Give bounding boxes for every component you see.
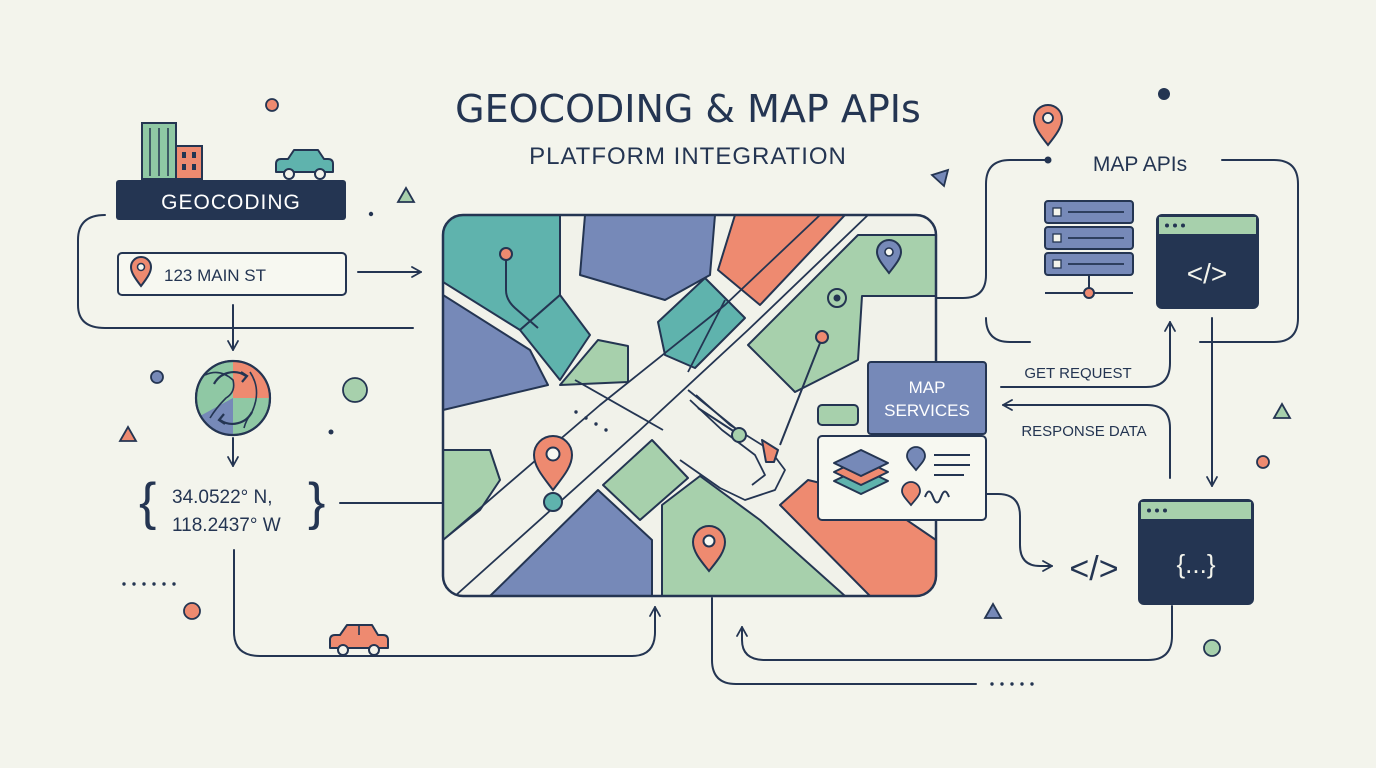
json-return-arrow [736, 605, 1173, 661]
decor-triangle [118, 425, 138, 442]
car-icon [329, 624, 389, 656]
geocoding-loop-line [77, 214, 414, 329]
bottom-loop-arrow [233, 549, 661, 657]
route-squiggle-icon [924, 490, 950, 504]
decor-triangle [1272, 402, 1292, 419]
code-window-icon [1156, 214, 1259, 309]
map-pin-icon [691, 525, 727, 573]
map-pin-icon [1032, 104, 1064, 164]
map-bottom-line [711, 597, 977, 685]
location-pin-icon [901, 481, 921, 507]
connector-lines [77, 159, 1299, 685]
address-text: 123 MAIN ST [164, 266, 266, 285]
globe-sync-icon [194, 359, 272, 437]
decor-dot [183, 602, 201, 620]
page-title: GEOCODING & MAP APIs [455, 87, 921, 131]
decor-dot [1256, 455, 1270, 469]
map-pin-icon [875, 239, 903, 275]
text-lines-icon [934, 454, 970, 476]
json-window-icon [1138, 499, 1254, 605]
car-icon [275, 149, 334, 180]
code-window-glyph: </> [1187, 258, 1227, 289]
decor-dot [1158, 88, 1170, 100]
coords-latitude: 34.0522° N, [172, 487, 273, 508]
decor-triangle [930, 168, 950, 188]
json-window-glyph: {...} [1176, 549, 1215, 579]
card-to-code-arrow [947, 493, 1053, 572]
decor-dot-row [122, 582, 176, 586]
service-chip [817, 404, 859, 426]
city-map [441, 213, 938, 598]
decor-triangle [983, 602, 1003, 619]
geocoding-badge [116, 180, 346, 220]
decorations [118, 88, 1292, 686]
layers-icon [833, 449, 889, 495]
get-request-arrow [1000, 321, 1176, 388]
map-apis-title: MAP APIs [1093, 153, 1187, 176]
response-data-arrow [1002, 399, 1171, 479]
address-input[interactable] [117, 252, 347, 296]
decor-dot [342, 377, 368, 403]
decor-dot [368, 211, 374, 217]
coords-brace-open: { [139, 473, 156, 531]
map-pin-icon [532, 435, 574, 512]
red-building-icon [175, 145, 203, 180]
geocoding-badge-label: GEOCODING [161, 191, 301, 214]
get-request-label: GET REQUEST [1024, 365, 1131, 382]
map-services-label-line2: SERVICES [884, 401, 970, 420]
map-services-label-line1: MAP [909, 378, 946, 397]
decor-dot-row [990, 682, 1034, 686]
decor-dot [1203, 639, 1221, 657]
map-to-apis-line [837, 159, 1049, 299]
decor-dot [150, 370, 164, 384]
server-icon [1044, 200, 1134, 299]
office-building-icon [141, 122, 177, 180]
loose-code-glyph: </> [1069, 550, 1118, 588]
decor-dot [328, 429, 334, 435]
map-services-card[interactable] [867, 361, 987, 435]
decor-triangle [396, 186, 416, 203]
response-data-label: RESPONSE DATA [1021, 423, 1146, 440]
decor-dot [265, 98, 279, 112]
coords-brace-close: } [308, 473, 325, 531]
city-illustration [141, 122, 334, 180]
location-pin-icon [129, 256, 153, 288]
apis-right-loop-line [1199, 159, 1299, 343]
coords-longitude: 118.2437° W [172, 515, 281, 536]
page-subtitle: PLATFORM INTEGRATION [529, 143, 847, 170]
location-pin-icon [906, 446, 926, 472]
apis-left-loop-line [985, 317, 1031, 343]
